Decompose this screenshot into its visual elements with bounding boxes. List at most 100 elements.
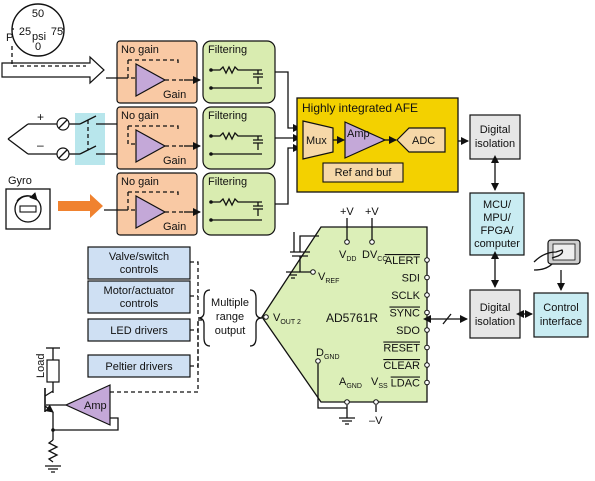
pressure-pipe-arrow bbox=[1, 46, 105, 85]
afe-ref-label: Ref and buf bbox=[335, 167, 393, 179]
dac-name: AD5761R bbox=[326, 311, 378, 325]
afe-adc-label: ADC bbox=[412, 135, 435, 147]
filter-block-1: Filtering bbox=[202, 40, 276, 104]
dac-ad5761r: AD5761R +V +V VDD DVCC VREF VOUT 2 DGND … bbox=[261, 206, 430, 427]
ground-icon-cap bbox=[286, 271, 300, 279]
digital-isolation-top: Digital isolation bbox=[469, 114, 521, 160]
pga-block-1: No gain Gain bbox=[106, 40, 198, 104]
valve-switch-controls-label: Valve/switch bbox=[109, 251, 169, 263]
afe-amp-label: Amp bbox=[347, 128, 370, 140]
mcu-line3: FPGA/ bbox=[480, 225, 514, 237]
iso-top-line2: isolation bbox=[475, 138, 515, 150]
dac-pin-clear: CLEAR bbox=[383, 360, 420, 372]
afe-mux-label: Mux bbox=[306, 135, 327, 147]
range-line2: range bbox=[216, 311, 244, 323]
dac-dvcc: DVCC bbox=[362, 249, 387, 263]
peltier-drivers-label: Peltier drivers bbox=[105, 361, 173, 373]
iso-top-line1: Digital bbox=[480, 124, 511, 136]
range-output-label: Multiple range output bbox=[197, 289, 263, 347]
dac-vcc-plus: +V bbox=[365, 206, 379, 218]
filter-block-3: Filtering bbox=[202, 172, 276, 236]
dac-pin-dot bbox=[424, 309, 430, 316]
filter-2-label: Filtering bbox=[208, 110, 247, 122]
valve-switch-controls-label: controls bbox=[120, 264, 159, 276]
motor-actuator-controls-label: controls bbox=[120, 298, 159, 310]
dac-vdd: VDD bbox=[339, 249, 356, 263]
gyro-arrow-icon bbox=[58, 194, 103, 218]
output-list: Valve/switchcontrolsMotor/actuatorcontro… bbox=[87, 246, 191, 378]
pga-2-amp-icon bbox=[135, 128, 167, 164]
pressure-gauge: 50 25 75 psi 0 P bbox=[6, 3, 65, 57]
dac-pin-dot bbox=[424, 274, 430, 281]
dac-vdd-plus: +V bbox=[340, 206, 354, 218]
gauge-unit: psi bbox=[32, 31, 46, 43]
gyro-sensor: Gyro bbox=[5, 175, 103, 230]
dac-pin-sclk: SCLK bbox=[391, 290, 420, 302]
dac-pin-alert: ALERT bbox=[385, 255, 421, 267]
pressure-p-label: P bbox=[6, 32, 13, 44]
gyro-label: Gyro bbox=[8, 175, 32, 187]
afe-title: Highly integrated AFE bbox=[302, 101, 418, 115]
mcu-line2: MPU/ bbox=[483, 212, 511, 224]
iso-bottom-line2: isolation bbox=[475, 316, 515, 328]
filter-block-2: Filtering bbox=[202, 106, 276, 170]
mcu-line4: computer bbox=[474, 238, 520, 250]
afe-amp-icon bbox=[344, 121, 387, 159]
control-line1: Control bbox=[543, 302, 578, 314]
gauge-mark-0: 0 bbox=[35, 41, 41, 53]
pga-3-no-gain: No gain bbox=[121, 176, 159, 188]
touchscreen-hand-icon bbox=[533, 239, 581, 271]
dac-dgnd: DGND bbox=[316, 347, 340, 361]
digital-isolation-bottom: Digital isolation bbox=[469, 289, 521, 339]
mcu-block: MCU/ MPU/ FPGA/ computer bbox=[469, 192, 525, 256]
dac-pin-sdo: SDO bbox=[396, 325, 420, 337]
control-line2: interface bbox=[540, 316, 582, 328]
afe-ref-buf bbox=[322, 162, 404, 183]
load-amp-label: Amp bbox=[84, 400, 107, 412]
dac-pin-ldac: LDAC bbox=[391, 378, 420, 390]
load-label: Load bbox=[35, 354, 47, 378]
dac-pin-dot bbox=[424, 362, 430, 368]
led-drivers-label: LED drivers bbox=[110, 325, 168, 337]
pga-1-amp-icon bbox=[135, 62, 167, 98]
filter-3-label: Filtering bbox=[208, 176, 247, 188]
bridge-sensor: + – bbox=[7, 110, 118, 165]
pga-3-amp-icon bbox=[135, 194, 167, 230]
dac-pin-sync: SYNC bbox=[389, 308, 420, 320]
iso-bottom-line1: Digital bbox=[480, 302, 511, 314]
dac-vref: VREF bbox=[318, 271, 339, 285]
pga-2-no-gain: No gain bbox=[121, 110, 159, 122]
peltier-drivers-box: Peltier drivers bbox=[87, 354, 191, 378]
bridge-minus: – bbox=[37, 138, 44, 152]
dac-pin-dot bbox=[424, 327, 430, 333]
pga-block-2: No gain Gain bbox=[116, 106, 198, 170]
pga-1-gain: Gain bbox=[163, 89, 186, 101]
ground-icon-load bbox=[45, 465, 61, 473]
filter-1-label: Filtering bbox=[208, 44, 247, 56]
motor-actuator-controls-label: Motor/actuator bbox=[104, 285, 175, 297]
dac-agnd: AGND bbox=[339, 376, 362, 390]
range-line1: Multiple bbox=[211, 297, 249, 309]
dac-pin-sdi: SDI bbox=[402, 273, 420, 285]
control-interface: Control interface bbox=[533, 270, 589, 338]
pga-2-gain: Gain bbox=[163, 155, 186, 167]
led-drivers-box: LED drivers bbox=[87, 318, 191, 342]
pga-block-3: No gain Gain bbox=[104, 172, 198, 236]
mcu-line1: MCU/ bbox=[483, 199, 512, 211]
afe-adc bbox=[396, 127, 446, 153]
gauge-mark-25: 25 bbox=[19, 26, 31, 38]
dac-pin-dot bbox=[424, 257, 430, 263]
pga-1-no-gain: No gain bbox=[121, 44, 159, 56]
dac-pin-dot bbox=[424, 379, 430, 386]
gauge-mark-75: 75 bbox=[51, 26, 63, 38]
resistor-icon bbox=[47, 439, 59, 463]
afe-mux bbox=[302, 120, 334, 160]
bridge-plus: + bbox=[37, 110, 44, 124]
ground-icon-agnd bbox=[339, 417, 355, 425]
range-line3: output bbox=[215, 325, 246, 337]
dac-pin-dot bbox=[424, 292, 430, 298]
